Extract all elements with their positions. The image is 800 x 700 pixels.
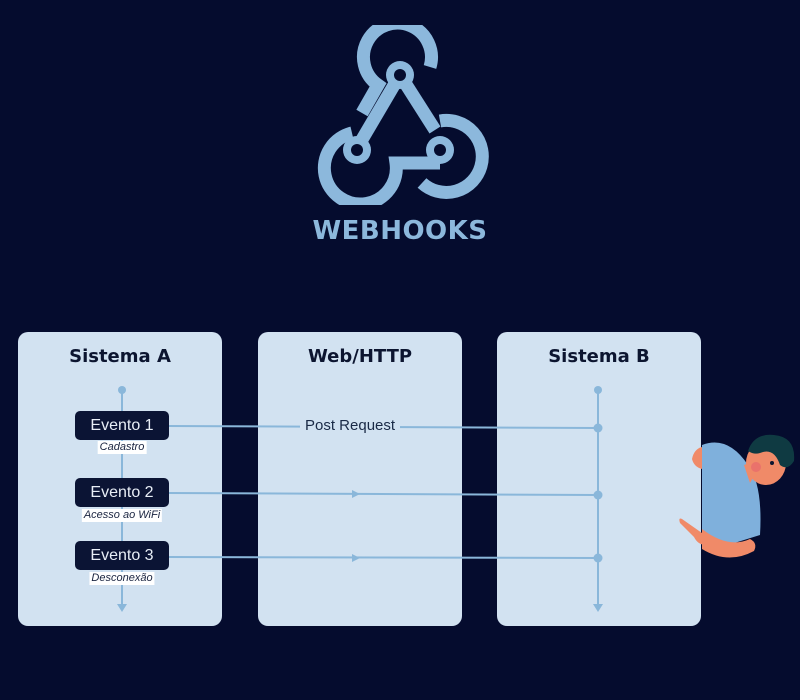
logo-title: WEBHOOKS — [312, 216, 488, 246]
panel-web-http: Web/HTTP — [258, 332, 462, 626]
lower-arm — [702, 529, 756, 558]
event-3-box: Evento 3 — [75, 541, 169, 570]
event-2-description: Acesso ao WiFi — [81, 509, 163, 522]
pointing-hand — [679, 518, 706, 545]
panel-title: Web/HTTP — [307, 346, 413, 367]
event-3-description: Desconexão — [89, 572, 155, 585]
panel-title: Sistema A — [69, 346, 171, 367]
event-2-box: Evento 2 — [75, 478, 169, 507]
panel-title: Sistema B — [548, 346, 650, 367]
panel-sistema-b: Sistema B — [497, 332, 701, 626]
post-request-label: Post Request — [300, 416, 401, 436]
webhook-icon — [317, 25, 489, 205]
eye — [770, 461, 774, 465]
person-peeking-illustration — [679, 434, 795, 558]
cheek — [751, 462, 761, 472]
hair — [748, 434, 795, 468]
event-1-box: Evento 1 — [75, 411, 169, 440]
event-1-description: Cadastro — [97, 441, 147, 454]
upper-hand — [692, 447, 702, 469]
